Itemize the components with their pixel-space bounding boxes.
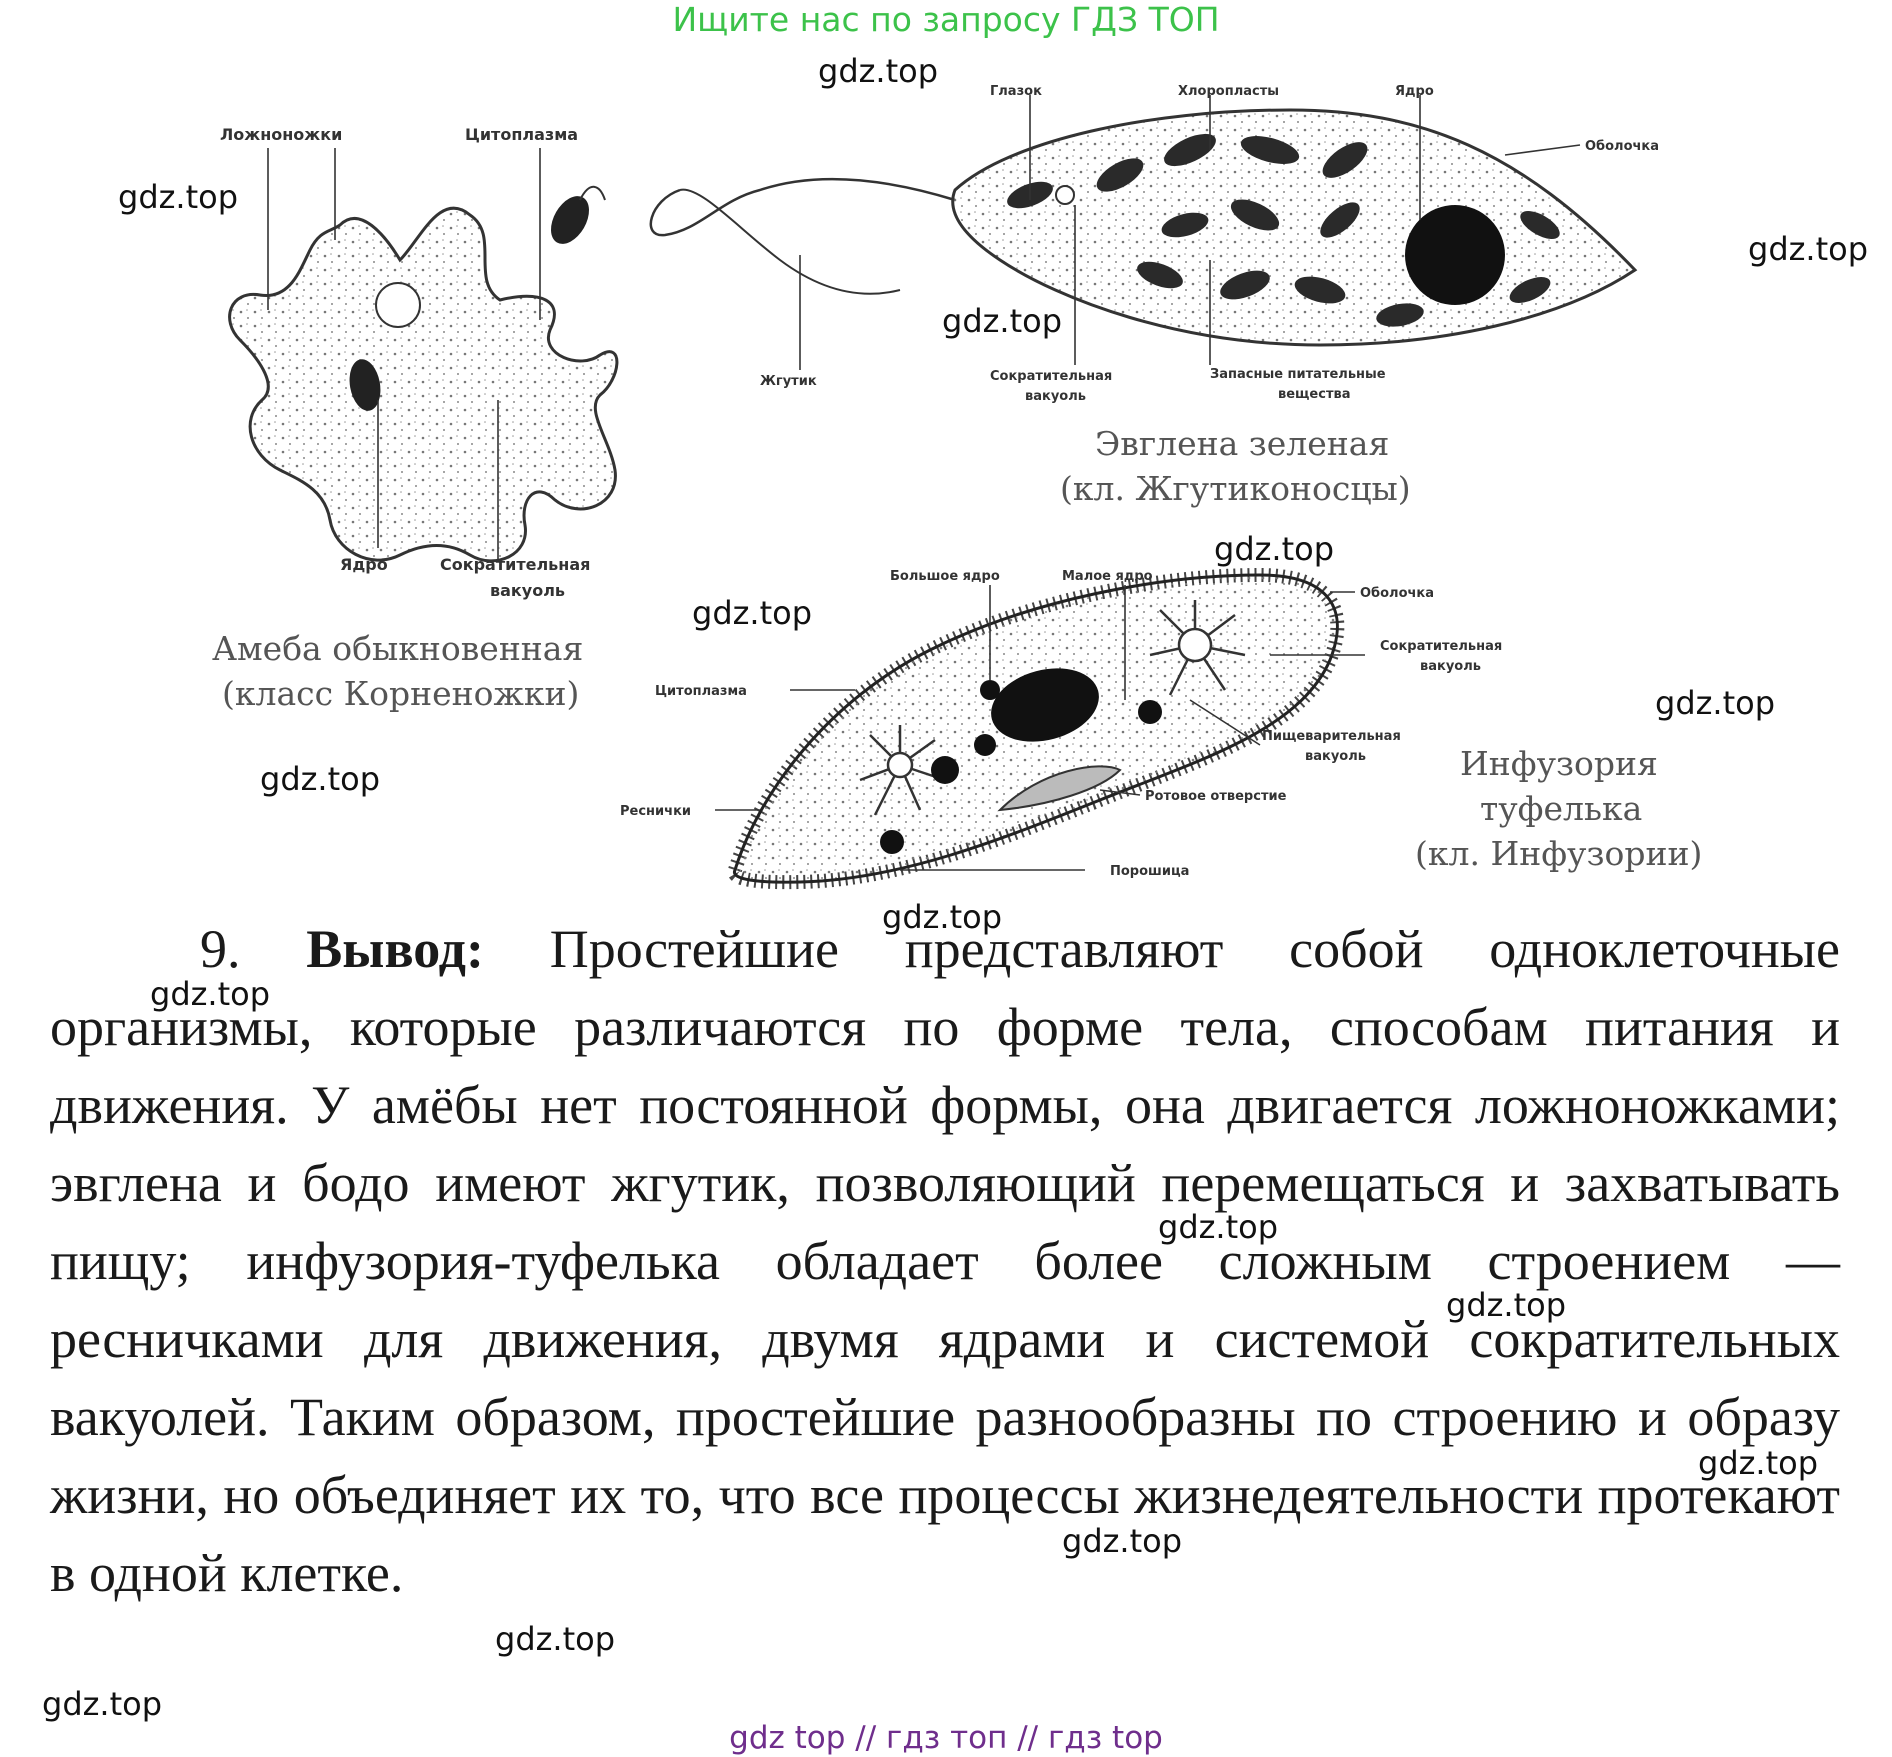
paramecium-contractile-vacuole-rear — [859, 725, 946, 816]
conclusion-paragraph: 9. Вывод: Простейшие представляют собой … — [50, 910, 1840, 1612]
amoeba-label-vacuole-1: Сократительная — [440, 555, 590, 574]
paramecium-label-vacuole-1: Сократительная — [1380, 639, 1502, 654]
watermark: gdz.top — [42, 1685, 163, 1723]
watermark: gdz.top — [1446, 1286, 1567, 1324]
paramecium-label-micronucleus: Малое ядро — [1062, 569, 1153, 584]
watermark: gdz.top — [818, 52, 939, 90]
watermark: gdz.top — [1655, 684, 1776, 722]
paramecium-label-digestive-2: вакуоль — [1305, 749, 1366, 764]
amoeba-caption-2: (класс Корненожки) — [222, 674, 579, 713]
watermark: gdz.top — [150, 975, 271, 1013]
watermark: gdz.top — [1214, 530, 1335, 568]
watermark: gdz.top — [942, 302, 1063, 340]
paramecium-caption-2: туфелька — [1480, 789, 1642, 828]
footer-watermark: gdz top // гдз топ // гдз top — [729, 1720, 1163, 1756]
euglena-label-nucleus: Ядро — [1395, 84, 1434, 99]
amoeba-label-pseudopods: Ложноножки — [220, 125, 342, 144]
watermark: gdz.top — [495, 1620, 616, 1658]
paramecium-macronucleus — [991, 668, 1099, 742]
paramecium-label-shell: Оболочка — [1360, 586, 1434, 601]
amoeba-drawing: Ложноножки Цитоплазма Ядро Сократительна… — [212, 125, 619, 713]
watermark: gdz.top — [1158, 1208, 1279, 1246]
amoeba-contractile-vacuole — [375, 282, 421, 328]
euglena-flagellum-tail — [679, 188, 901, 295]
paramecium-label-vacuole-2: вакуоль — [1420, 659, 1481, 674]
amoeba-caption-1: Амеба обыкновенная — [212, 629, 583, 668]
paramecium-caption-1: Инфузория — [1460, 744, 1658, 783]
paramecium-micronucleus — [980, 680, 1000, 700]
amoeba-nucleus — [349, 359, 381, 411]
paramecium-digestive-vacuoles — [880, 700, 1162, 854]
paramecium-label-mouth: Ротовое отверстие — [1145, 789, 1287, 804]
paramecium-mouth — [997, 765, 1122, 812]
paramecium-contractile-vacuole-front — [1149, 600, 1246, 696]
watermark: gdz.top — [118, 178, 239, 216]
amoeba-label-nucleus: Ядро — [340, 555, 388, 574]
euglena-label-shell: Оболочка — [1585, 139, 1659, 154]
top-banner: Ищите нас по запросу ГДЗ ТОП — [672, 0, 1220, 39]
euglena-label-vacuole-1: Сократительная — [990, 369, 1112, 384]
watermark: gdz.top — [882, 898, 1003, 936]
amoeba-label-vacuole-2: вакуоль — [490, 581, 565, 600]
watermark: gdz.top — [692, 594, 813, 632]
amoeba-label-cytoplasm: Цитоплазма — [465, 125, 578, 144]
paramecium-drawing: Большое ядро Малое ядро Оболочка Сократи… — [620, 567, 1702, 890]
paramecium-label-digestive-1: Пищеварительная — [1262, 729, 1401, 744]
watermark: gdz.top — [1062, 1522, 1183, 1560]
watermark: gdz.top — [1748, 230, 1869, 268]
protozoa-figure: Ложноножки Цитоплазма Ядро Сократительна… — [212, 84, 1702, 890]
euglena-chloroplasts — [1007, 133, 1560, 327]
euglena-caption-2: (кл. Жгутиконосцы) — [1060, 469, 1411, 508]
watermark: gdz.top — [1698, 1444, 1819, 1482]
paramecium-label-cilia: Реснички — [620, 804, 691, 819]
amoeba-body — [228, 206, 619, 563]
conclusion-text: Простейшие представляют собой одноклеточ… — [50, 919, 1840, 1603]
conclusion-number: 9. — [200, 919, 241, 979]
paramecium-label-anal-pore: Порошица — [1110, 864, 1189, 879]
euglena-label-reserve-1: Запасные питательные — [1210, 367, 1386, 382]
euglena-label-chloroplasts: Хлоропласты — [1178, 84, 1279, 99]
euglena-caption-1: Эвглена зеленая — [1095, 424, 1389, 463]
amoeba-food-particle — [551, 185, 606, 244]
paramecium-label-cytoplasm: Цитоплазма — [655, 684, 747, 699]
euglena-nucleus — [1405, 205, 1505, 305]
euglena-label-vacuole-2: вакуоль — [1025, 389, 1086, 404]
euglena-eyespot — [1055, 185, 1075, 205]
euglena-flagellum — [649, 177, 956, 237]
watermark: gdz.top — [260, 760, 381, 798]
euglena-label-eyespot: Глазок — [990, 84, 1042, 99]
euglena-label-flagellum: Жгутик — [760, 374, 817, 389]
paramecium-label-macronucleus: Большое ядро — [890, 569, 1000, 584]
paramecium-caption-3: (кл. Инфузории) — [1415, 834, 1702, 873]
euglena-label-reserve-2: вещества — [1278, 387, 1350, 402]
euglena-drawing: Глазок Хлоропласты Ядро Оболочка Жгутик … — [649, 84, 1659, 508]
conclusion-heading: Вывод: — [306, 919, 484, 979]
